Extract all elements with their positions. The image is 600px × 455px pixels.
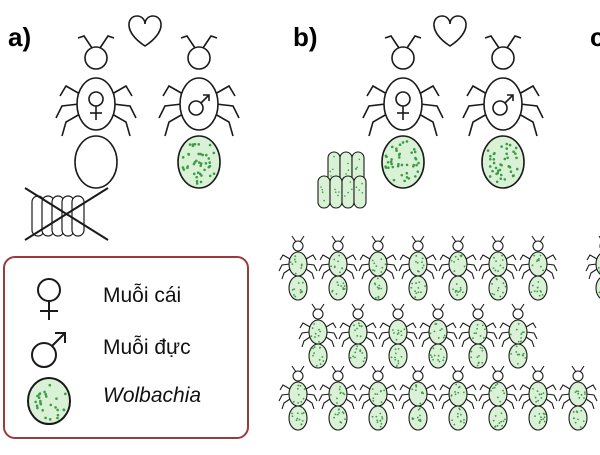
panel-c-label: c [590,22,600,53]
panel-a-label: a) [8,22,31,53]
female-mosquito-uninfected [56,36,136,188]
offspring-mosquito [439,366,477,430]
offspring-mosquito [519,236,557,300]
legend-row-wolbachia: Wolbachia [5,376,247,420]
offspring-mosquito [339,304,377,368]
offspring-mosquito [559,366,597,430]
offspring-mosquito [519,366,557,430]
legend-box: Muỗi cái Muỗi đực Wolbachia [3,256,249,439]
offspring-mosquito [499,304,537,368]
egg-cluster-icon [318,152,366,208]
offspring-mosquito [399,366,437,430]
offspring-mosquito [299,304,337,368]
offspring-mosquito [439,236,477,300]
offspring-mosquito [359,366,397,430]
offspring-mosquito [359,236,397,300]
heart-icon [434,16,466,46]
panel-b-label: b) [293,22,318,53]
offspring-mosquito [399,236,437,300]
legend-female-label: Muỗi cái [103,284,181,308]
legend-row-female: Muỗi cái [5,276,247,320]
male-symbol-icon [19,328,79,372]
heart-icon [129,16,161,46]
offspring-mosquito [279,366,317,430]
offspring-mosquito [586,236,600,300]
legend-male-label: Muỗi đực [103,336,191,360]
offspring-mosquito [479,236,517,300]
male-mosquito-infected [463,36,543,188]
male-mosquito-infected [159,36,239,188]
offspring-mosquito [459,304,497,368]
female-symbol-icon [19,276,79,320]
offspring-mosquito [419,304,457,368]
legend-wolbachia-label: Wolbachia [103,384,201,408]
legend-row-male: Muỗi đực [5,328,247,372]
offspring-mosquito [479,366,517,430]
offspring-mosquito [319,366,357,430]
crossed-out-eggs-icon [25,188,108,240]
female-mosquito-infected [363,36,443,188]
wolbachia-icon [19,376,79,426]
offspring-mosquito [379,304,417,368]
offspring-mosquito [279,236,317,300]
offspring-mosquito [319,236,357,300]
